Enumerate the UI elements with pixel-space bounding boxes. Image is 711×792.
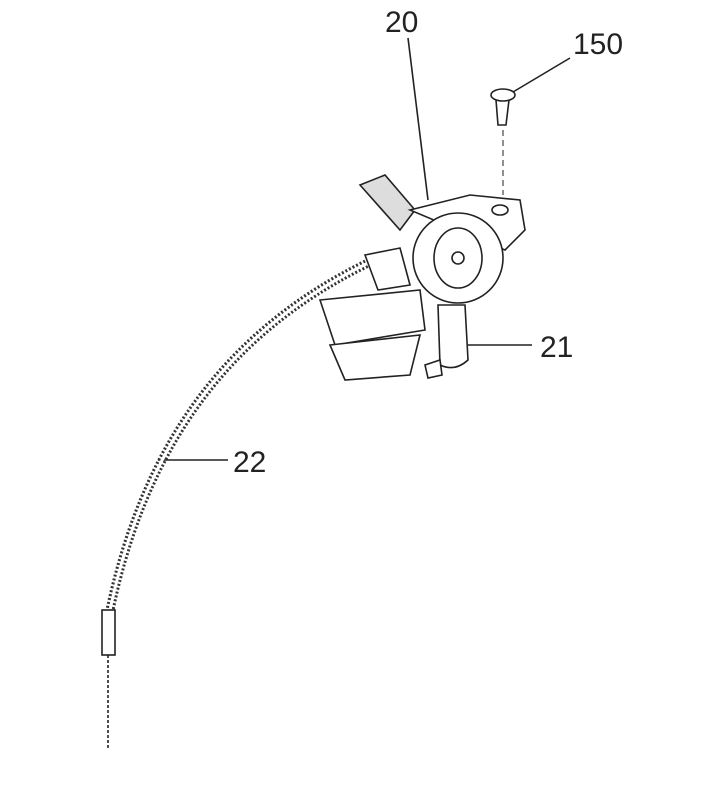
callout-20: 20 xyxy=(385,6,419,39)
callout-21: 21 xyxy=(540,331,574,364)
callout-150: 150 xyxy=(573,28,624,61)
valve-assembly-20 xyxy=(318,174,526,381)
leader-20 xyxy=(407,37,429,201)
screw-150 xyxy=(490,88,516,195)
flex-cable-22 xyxy=(101,257,372,748)
leader-150 xyxy=(512,57,571,93)
callout-22: 22 xyxy=(233,446,267,479)
